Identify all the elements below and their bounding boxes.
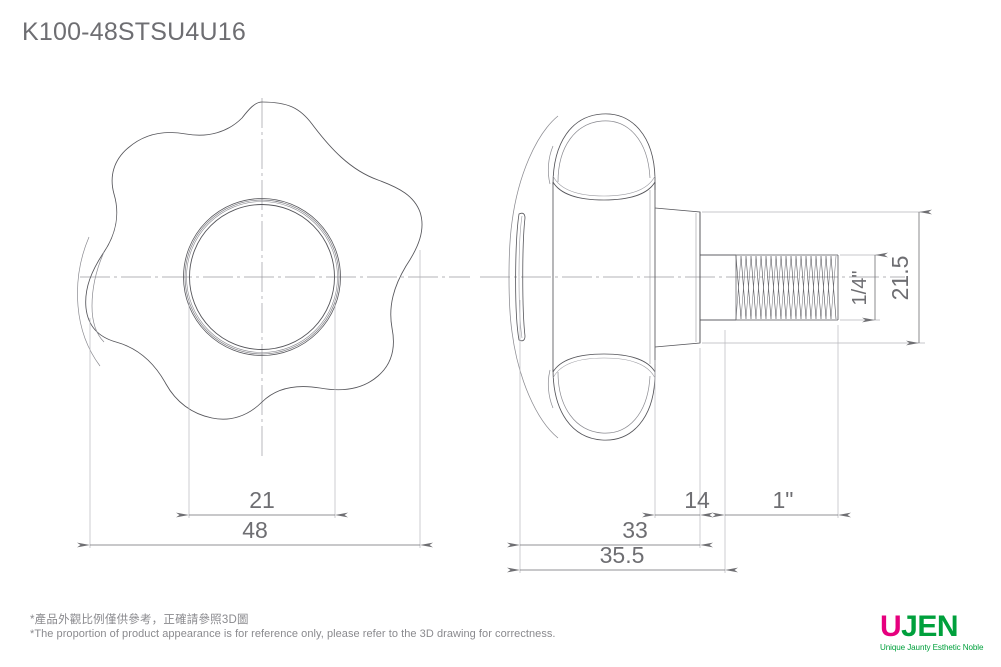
dimension-label-knob-diameter: 48: [242, 517, 268, 543]
page-title: K100-48STSU4U16: [22, 18, 246, 46]
knob-upper-lobe-seam-2: [552, 175, 656, 197]
side-view: [508, 113, 839, 441]
logo-tagline: Unique Jaunty Esthetic Noble: [880, 643, 984, 652]
dimension-thread-length: 1": [712, 487, 851, 518]
logo-letters-jen: JEN: [901, 610, 959, 643]
dimension-collar-length: 14: [642, 487, 713, 518]
knob-lower-lobe-notch: [547, 369, 554, 409]
dimension-boss-diameter: 21: [176, 487, 348, 518]
footnote-chinese: *產品外觀比例僅供參考，正確請參照3D圖: [30, 614, 249, 626]
footnote-english: *The proportion of product appearance is…: [30, 628, 556, 640]
knob-lower-lobe-seam-2: [552, 357, 656, 379]
dimension-label-body-collar-length: 33: [622, 517, 648, 543]
dimension-knob-diameter: 48: [77, 517, 433, 548]
knob-upper-lobe-inner-cap: [557, 120, 651, 183]
knob-rear-face: [515, 212, 526, 342]
boss-outer-ring-2: [184, 199, 340, 355]
dimension-label-thread-length: 1": [773, 487, 794, 513]
knob-upper-lobe-outline: [552, 113, 656, 190]
knob-upper-lobe-seam: [552, 181, 656, 201]
front-view: [77, 101, 423, 420]
dimension-thread-diameter: 1/4": [849, 252, 888, 323]
knob-lower-lobe-outline: [552, 364, 656, 441]
dimension-label-collar-length: 14: [684, 487, 710, 513]
dimension-label-boss-diameter: 21: [249, 487, 275, 513]
dimension-label-overall-length: 35.5: [600, 542, 645, 568]
knob-body-silhouette: [508, 115, 559, 439]
dimension-collar-diameter: 21.5: [887, 209, 932, 346]
boss-outer-ring-3: [186, 201, 338, 353]
collar-outline: [654, 207, 701, 348]
dimension-overall-length: 35.5: [507, 542, 738, 573]
extension-lines: [89, 211, 925, 573]
dimension-label-thread-diameter: 1/4": [849, 271, 871, 306]
boss-inner-bore: [189, 204, 335, 350]
knob-lobe-outline: [85, 101, 423, 420]
knob-lower-lobe-seam: [552, 353, 656, 373]
thread-crest-pattern: [735, 255, 837, 320]
dimension-body-collar-length: 33: [507, 517, 713, 548]
dimension-label-collar-diameter: 21.5: [887, 256, 913, 301]
knob-lower-lobe-inner-cap: [557, 371, 651, 434]
knob-upper-lobe-notch: [547, 145, 554, 185]
logo-letter-u: U: [880, 610, 902, 643]
boss-outer-ring-1: [183, 198, 341, 356]
logo-wordmark: UJEN: [880, 612, 992, 642]
company-logo: UJEN Unique Jaunty Esthetic Noble: [880, 612, 992, 654]
thread-root-pattern: [735, 255, 837, 320]
center-lines: [80, 98, 905, 460]
knob-left-lobe-arc-2: [77, 236, 101, 367]
knob-rear-face-inner: [518, 215, 523, 339]
knob-left-lobe-arc: [91, 251, 105, 343]
